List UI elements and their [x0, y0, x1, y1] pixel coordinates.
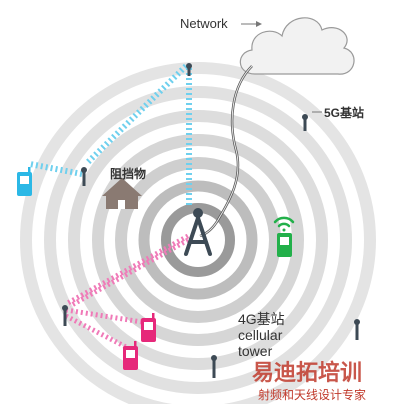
signal-waves-pink — [64, 233, 190, 351]
obstacle-label: 阻挡物 — [110, 166, 146, 181]
wifi-signal-icon — [273, 216, 295, 232]
coverage-ring — [138, 180, 258, 300]
signal-wave-cyan — [83, 63, 189, 167]
cloud-icon — [239, 17, 355, 75]
signal-wave-pink — [64, 233, 190, 307]
cellular-label: cellular — [238, 327, 283, 343]
coverage-ring — [44, 86, 352, 394]
signal-wave-cyan — [29, 161, 83, 177]
network-cable-highlight — [199, 65, 253, 237]
tower-5g-label: 5G基站 — [324, 105, 364, 120]
watermark-brand: 易迪拓培训 — [252, 360, 362, 386]
antenna-icon — [81, 167, 87, 186]
tower-top — [193, 208, 203, 218]
signal-wave-pink — [64, 313, 130, 351]
coverage-ring — [115, 157, 281, 323]
coverage-rings — [20, 62, 376, 404]
network-arrow — [241, 21, 262, 27]
house-icon — [102, 178, 142, 209]
phone-icon — [141, 313, 156, 342]
tower-label: tower — [238, 343, 273, 359]
antenna-icon — [211, 355, 217, 378]
tower-4g-label: 4G基站 — [238, 311, 285, 327]
antenna-icon — [186, 63, 192, 76]
tower-icon — [184, 208, 212, 256]
antenna-icon — [62, 305, 68, 326]
watermark: 易迪拓培训 射频和天线设计专家 — [252, 360, 366, 402]
antenna-icon — [354, 319, 360, 340]
coverage-ring — [92, 134, 304, 346]
coverage-ring — [68, 110, 328, 370]
phone-icon — [17, 167, 32, 196]
network-label: Network — [180, 16, 228, 31]
watermark-slogan: 射频和天线设计专家 — [258, 387, 366, 402]
phone-icon — [277, 233, 292, 257]
coverage-ring — [20, 62, 376, 404]
antenna-5g-icon — [302, 114, 308, 131]
phone-icon — [123, 341, 138, 370]
